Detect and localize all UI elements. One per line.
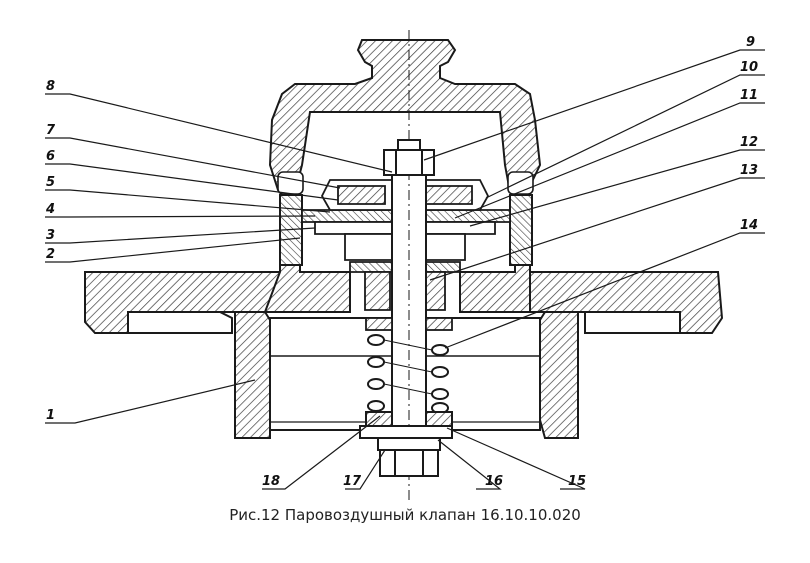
leader-lines bbox=[45, 49, 765, 490]
callout-12: 12 bbox=[740, 135, 758, 150]
callout-1: 1 bbox=[46, 408, 55, 423]
callout-9: 9 bbox=[746, 35, 755, 50]
top-nut bbox=[383, 139, 435, 176]
callout-14: 14 bbox=[740, 218, 758, 233]
callout-3: 3 bbox=[46, 228, 55, 243]
callout-8: 8 bbox=[46, 79, 55, 94]
callout-7: 7 bbox=[46, 123, 56, 138]
spring bbox=[367, 334, 449, 414]
callout-6: 6 bbox=[46, 149, 55, 164]
callout-4: 4 bbox=[45, 202, 55, 217]
flange-openings bbox=[127, 311, 681, 334]
callout-17: 17 bbox=[343, 474, 362, 489]
callout-13: 13 bbox=[740, 163, 758, 178]
callout-11: 11 bbox=[740, 88, 758, 103]
valve-stem bbox=[391, 30, 427, 500]
callout-10: 10 bbox=[740, 60, 758, 75]
spring-upper-seat bbox=[365, 317, 453, 331]
callout-18: 18 bbox=[262, 474, 280, 489]
callout-2: 2 bbox=[46, 247, 55, 262]
callout-5: 5 bbox=[46, 175, 55, 190]
valve-body bbox=[84, 261, 724, 439]
callout-15: 15 bbox=[568, 474, 586, 489]
callout-labels: 8 7 6 5 4 3 2 1 9 10 11 12 13 14 18 17 1… bbox=[45, 35, 758, 489]
callout-16: 16 bbox=[485, 474, 503, 489]
lower-seat bbox=[359, 411, 453, 477]
figure-caption: Рис.12 Паровоздушный клапан 16.10.10.020 bbox=[229, 506, 581, 524]
